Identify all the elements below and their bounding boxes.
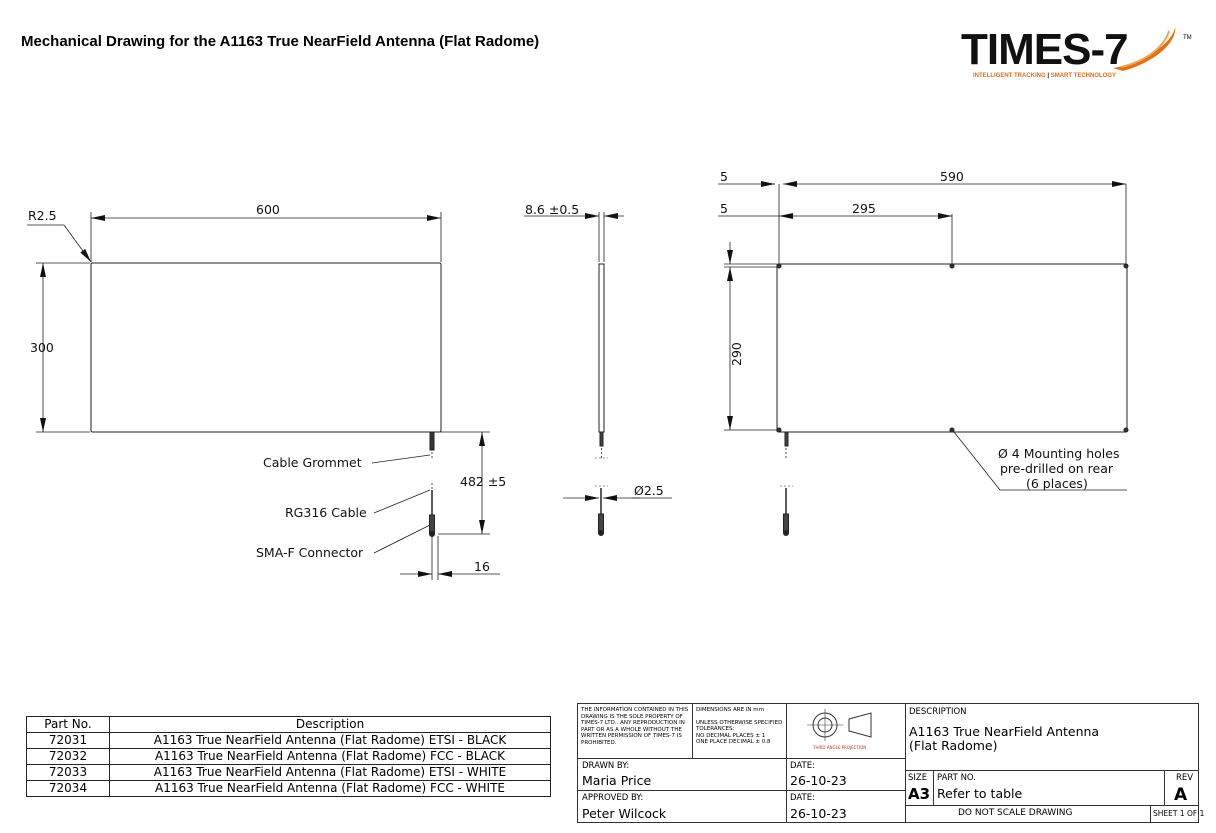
logo-tagline-separator: |: [1045, 73, 1051, 79]
front-view: [27, 212, 500, 580]
sheet-number: SHEET 1 OF 1: [1153, 809, 1205, 818]
tolerance-block: DIMENSIONS ARE IN mm UNLESS OTHERWISE SP…: [696, 707, 786, 746]
part-description-cell: A1163 True NearField Antenna (Flat Radom…: [109, 732, 551, 749]
drawn-by-value: Maria Price: [582, 773, 652, 788]
part-description-cell: A1163 True NearField Antenna (Flat Radom…: [109, 780, 551, 797]
cable-grommet-shape: [429, 431, 435, 451]
sma-connector-shape: [429, 514, 435, 534]
sma-connector-label: SMA-F Connector: [256, 545, 364, 560]
mounting-hole: [1123, 427, 1129, 433]
page-title: Mechanical Drawing for the A1163 True Ne…: [21, 33, 540, 50]
projection-symbol: THIRD ANGLE PROJECTION: [793, 707, 903, 755]
mounting-note-line2: pre-drilled on rear: [1000, 461, 1114, 476]
logo-tagline-part2: SMART TECHNOLOGY: [1050, 73, 1117, 79]
part-number-cell: 72034: [26, 780, 110, 797]
rear-offset-left-label: 5: [720, 201, 728, 216]
size-value: A3: [908, 785, 931, 803]
logo-tagline-part1: INTELLIGENT TRACKING: [973, 73, 1046, 79]
mounting-hole: [1123, 263, 1129, 269]
part-number-cell: 72031: [26, 732, 110, 749]
dims-note: DIMENSIONS ARE IN mm: [696, 707, 764, 713]
cable-diameter-label: Ø2.5: [634, 483, 664, 498]
drawn-date-label: DATE:: [790, 761, 815, 771]
part-number-cell: 72033: [26, 764, 110, 781]
cable-length-label: 482 ±5: [460, 474, 506, 489]
rev-label: REV: [1176, 773, 1194, 783]
cable-grommet-label: Cable Grommet: [263, 455, 362, 470]
mounting-hole: [949, 263, 955, 269]
title-block: THE INFORMATION CONTAINED IN THIS DRAWIN…: [577, 703, 1204, 823]
front-radius-label: R2.5: [28, 208, 57, 223]
drawn-by-label: DRAWN BY:: [582, 761, 630, 771]
description-line1: A1163 True NearField Antenna: [909, 724, 1100, 739]
tolerance-line4: ONE PLACE DECIMAL ± 0.8: [696, 739, 771, 745]
front-width-label: 600: [256, 202, 280, 217]
part-no-value: Refer to table: [937, 786, 1023, 801]
parts-table-header: Part No. Description: [26, 716, 551, 733]
third-angle-projection-icon: [807, 709, 872, 741]
part-no-label: PART NO.: [937, 773, 976, 783]
tolerance-line1: UNLESS OTHERWISE SPECIFIED: [696, 719, 783, 726]
rear-antenna-outline: [776, 263, 1128, 433]
rear-height-label: 290: [729, 342, 744, 366]
rev-value: A: [1174, 785, 1188, 805]
logo-wordmark: TIMES-7: [961, 25, 1129, 74]
ownership-notice: THE INFORMATION CONTAINED IN THIS DRAWIN…: [581, 707, 689, 746]
mounting-note-line1: Ø 4 Mounting holes: [998, 446, 1119, 461]
description-line2: (Flat Radome): [909, 738, 998, 753]
tolerance-line3: NO DECIMAL PLACES ± 1: [696, 732, 766, 739]
mounting-hole: [776, 427, 782, 433]
side-antenna-outline: [598, 263, 605, 433]
tolerance-line2: TOLERANCES:: [696, 726, 735, 732]
rear-span-label: 590: [940, 169, 964, 184]
rear-view: [718, 181, 1129, 536]
part-number-cell: 72032: [26, 748, 110, 765]
do-not-scale-note: DO NOT SCALE DRAWING: [958, 808, 1073, 818]
table-row: 72033 A1163 True NearField Antenna (Flat…: [26, 764, 551, 781]
table-row: 72031 A1163 True NearField Antenna (Flat…: [26, 732, 551, 749]
front-height-label: 300: [30, 340, 54, 355]
size-label: SIZE: [908, 773, 928, 783]
mechanical-drawing: R2.5 600 300 Cable Grommet RG316 Cable S…: [27, 169, 1129, 580]
logo-tagline: INTELLIGENT TRACKING | SMART TECHNOLOGY: [973, 73, 1116, 79]
part-description-cell: A1163 True NearField Antenna (Flat Radom…: [109, 764, 551, 781]
description-label: DESCRIPTION: [909, 707, 967, 717]
part-description-cell: A1163 True NearField Antenna (Flat Radom…: [109, 748, 551, 765]
projection-label: THIRD ANGLE PROJECTION: [813, 745, 867, 750]
mounting-note-line3: (6 places): [1026, 476, 1088, 491]
approved-date-value: 26-10-23: [790, 806, 847, 821]
logo-swoosh-icon: [1113, 27, 1176, 71]
table-row: 72032 A1163 True NearField Antenna (Flat…: [26, 748, 551, 765]
rg316-cable-label: RG316 Cable: [285, 505, 367, 520]
table-row: 72034 A1163 True NearField Antenna (Flat…: [26, 780, 551, 797]
parts-header-part-no: Part No.: [26, 716, 110, 733]
drawn-date-value: 26-10-23: [790, 773, 847, 788]
mounting-hole: [776, 263, 782, 269]
front-antenna-outline: [90, 262, 442, 433]
parts-table: Part No. Description 72031 A1163 True Ne…: [26, 716, 551, 797]
times7-logo: TIMES-7 TM INTELLIGENT TRACKING | SMART …: [953, 23, 1193, 85]
radius-leader: [63, 224, 92, 263]
rear-mid-label: 295: [852, 201, 876, 216]
mounting-hole: [949, 427, 955, 433]
parts-header-description: Description: [109, 716, 551, 733]
connector-offset-label: 16: [474, 559, 490, 574]
approved-by-label: APPROVED BY:: [582, 793, 644, 803]
side-view: [524, 212, 672, 536]
approved-by-value: Peter Wilcock: [582, 806, 667, 821]
approved-date-label: DATE:: [790, 793, 815, 803]
logo-trademark: TM: [1183, 35, 1192, 41]
rear-offset-top-label: 5: [720, 169, 728, 184]
side-thickness-label: 8.6 ±0.5: [525, 202, 579, 217]
